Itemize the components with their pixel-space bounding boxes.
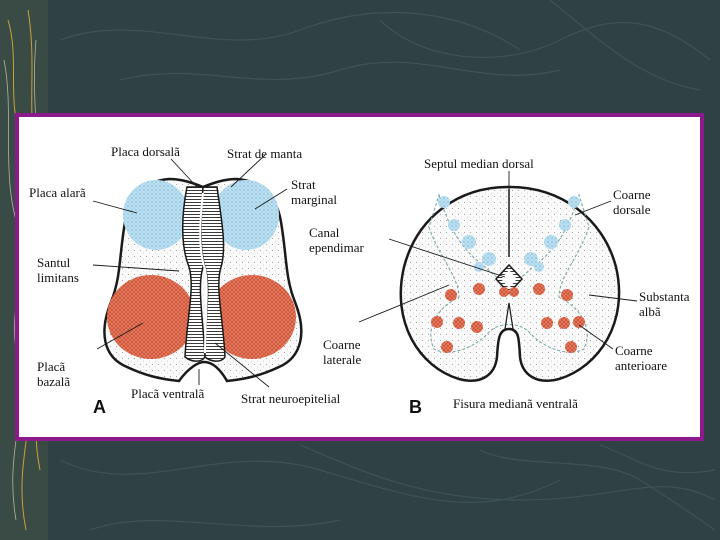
label-canal-ependimar: Canal ependimar xyxy=(309,225,364,255)
panel-letter-a: A xyxy=(93,397,106,417)
alar-plate-right xyxy=(213,180,279,250)
label-placa-alara: Placa alarã xyxy=(29,185,86,200)
label-strat-marginal: Strat marginal xyxy=(291,177,337,207)
label-fisura-mediana-ventrala: Fisura medianã ventralã xyxy=(453,396,578,411)
spinal-cord-diagram xyxy=(92,154,638,388)
basal-plate-left xyxy=(107,275,195,359)
grey-matter-butterfly xyxy=(428,193,590,353)
label-coarne-dorsale: Coarne dorsale xyxy=(613,187,651,217)
label-coarne-anterioare: Coarne anterioare xyxy=(615,343,667,373)
label-strat-neuroepitelial: Strat neuroepitelial xyxy=(241,391,341,406)
label-coarne-laterale: Coarne laterale xyxy=(323,337,362,367)
dorsal-horn-cells xyxy=(438,196,580,272)
label-placa-bazala: Placã bazalã xyxy=(37,359,71,389)
panel-b-leader-lines xyxy=(358,171,638,350)
basal-plate-right xyxy=(208,275,296,359)
label-strat-de-manta: Strat de manta xyxy=(227,146,303,161)
central-canal-neuroepithelium xyxy=(182,186,226,362)
label-placa-dorsala: Placa dorsalã xyxy=(111,144,180,159)
label-septul-median-dorsal: Septul median dorsal xyxy=(424,156,534,171)
label-santul-limitans: Santul limitans xyxy=(37,255,79,285)
panel-a-leader-lines xyxy=(92,154,288,388)
panel-letter-b: B xyxy=(409,397,422,417)
ventral-median-fissure xyxy=(504,302,514,330)
label-substanta-alba: Substanta albã xyxy=(639,289,690,319)
label-placa-ventrala: Placã ventralã xyxy=(131,386,205,401)
figure-frame: Placa dorsalã Strat de manta Placa alarã… xyxy=(15,113,704,441)
alar-plate-left xyxy=(123,180,189,250)
anterior-horn-cells xyxy=(431,283,585,353)
